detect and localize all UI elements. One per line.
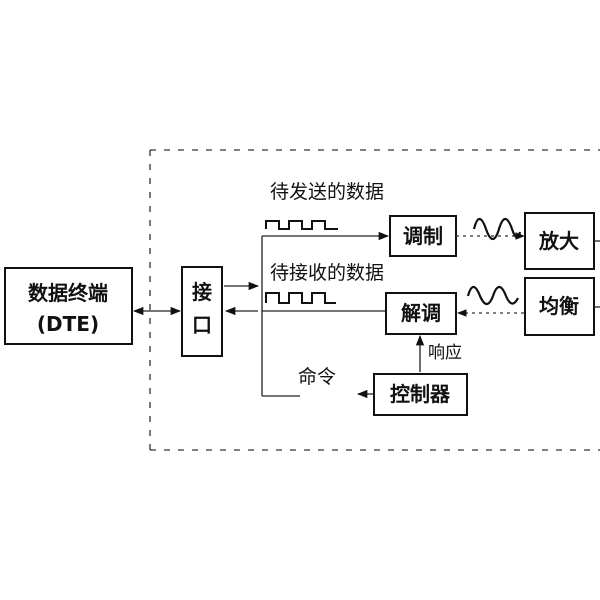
controller-box xyxy=(373,373,468,416)
receive-pulse-train xyxy=(265,292,336,304)
equalizer-box xyxy=(524,277,595,336)
command-label: 命令 xyxy=(298,366,336,388)
dte-label-line1: 数据终端 xyxy=(28,281,108,305)
interface-label-line1: 接 xyxy=(192,280,212,304)
data-to-send-label: 待发送的数据 xyxy=(270,181,384,203)
interface-label-line2: 口 xyxy=(192,313,212,337)
equalizer-label: 均衡 xyxy=(539,294,579,318)
modulator-label: 调制 xyxy=(403,224,443,248)
amplifier-label: 放大 xyxy=(538,229,579,253)
dte-box xyxy=(4,267,133,345)
controller-label: 控制器 xyxy=(390,382,451,406)
transmit-pulse-train xyxy=(265,220,338,230)
interface-box xyxy=(181,266,223,357)
data-to-receive-label: 待接收的数据 xyxy=(270,262,384,284)
transmit-carrier-wave xyxy=(472,217,522,241)
receive-carrier-wave xyxy=(466,285,519,306)
demodulator-label: 解调 xyxy=(401,301,441,325)
demodulator-box xyxy=(385,292,457,335)
amplifier-box xyxy=(524,212,595,270)
dte-label-line2: (DTE) xyxy=(37,312,99,336)
response-label: 响应 xyxy=(428,343,462,363)
